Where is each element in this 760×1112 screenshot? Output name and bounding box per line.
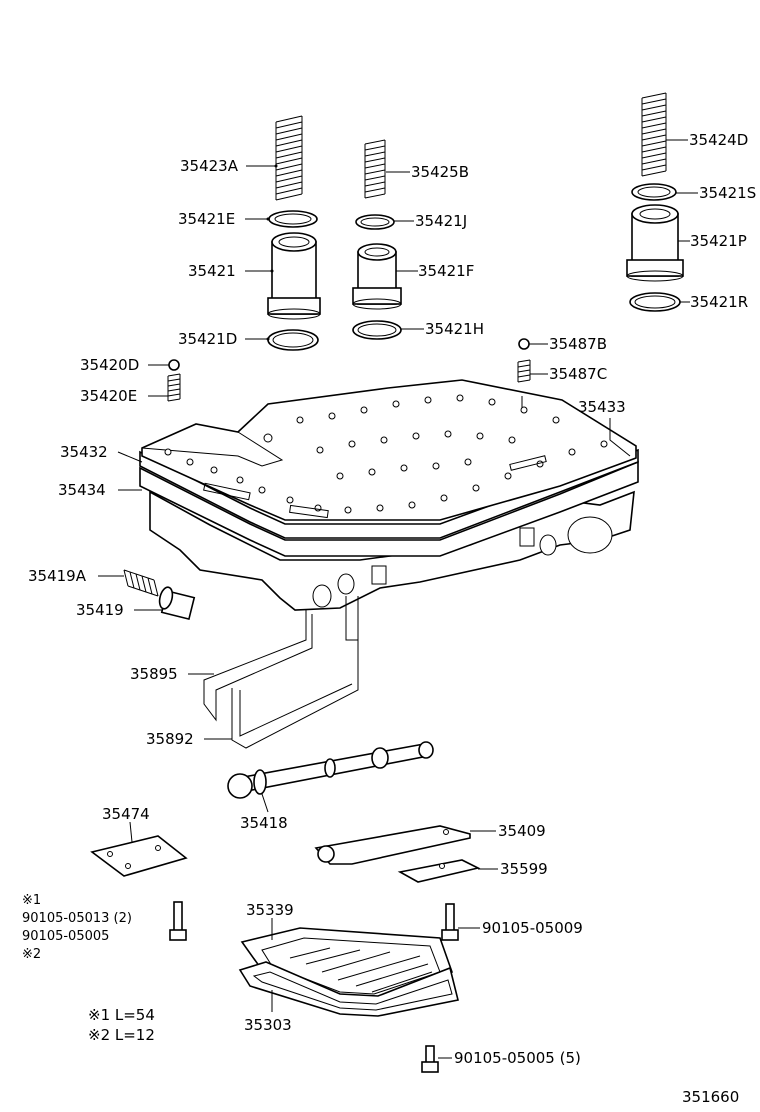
gasket-35432: [139, 448, 639, 539]
note-mark-1: ※1: [22, 893, 41, 908]
label-35892: 35892: [146, 730, 194, 748]
note-length-1: ※1 L=54: [88, 1006, 155, 1024]
label-35420D: 35420D: [80, 356, 139, 374]
figure-number: 351660: [682, 1088, 739, 1106]
ball-35420D: [168, 359, 180, 371]
label-35433: 35433: [578, 398, 626, 416]
label-35432: 35432: [60, 443, 108, 461]
label-35421R: 35421R: [690, 293, 748, 311]
label-35424D: 35424D: [689, 131, 748, 149]
label-35487C: 35487C: [549, 365, 607, 383]
note-bolt-a: 90105-05013 (2): [22, 911, 132, 926]
ring-35421D: [267, 329, 319, 351]
plate-35434: [139, 460, 639, 557]
label-35409: 35409: [498, 822, 546, 840]
label-35419A: 35419A: [28, 567, 87, 585]
gasket-35303: [238, 961, 459, 1017]
sleeve-35421P: [626, 204, 684, 282]
sleeve-35421: [267, 232, 321, 320]
ring-35421R: [629, 292, 681, 312]
label-35474: 35474: [102, 805, 150, 823]
label-35421P: 35421P: [690, 232, 747, 250]
spring-35424D: [641, 92, 667, 177]
bolt-left: [169, 901, 187, 941]
ring-35421J: [355, 214, 395, 230]
leader-lines: [98, 139, 698, 1059]
label-35599: 35599: [500, 860, 548, 878]
bolt-90105-05005-5: [421, 1045, 439, 1073]
tube-35892: [231, 640, 359, 749]
detent-spring-35409: [314, 825, 471, 865]
bolt-notes: ※1 90105-05013 (2) 90105-05005 ※2 ※1 L=5…: [22, 893, 155, 1044]
label-90105-05009: 90105-05009: [482, 919, 583, 937]
label-35421D: 35421D: [178, 330, 237, 348]
manual-valve-35418: [227, 741, 434, 799]
strainer-35339: [240, 927, 454, 1003]
label-35420E: 35420E: [80, 387, 137, 405]
plate-35474: [90, 835, 188, 877]
note-length-2: ※2 L=12: [88, 1026, 155, 1044]
plate-35433: [141, 379, 637, 521]
label-35421: 35421: [188, 262, 236, 280]
spring-35423A: [275, 115, 303, 201]
ring-35421H: [352, 320, 402, 340]
spring-35487C: [517, 359, 531, 383]
spring-35419A: [123, 569, 159, 597]
label-35421E: 35421E: [178, 210, 235, 228]
label-35339: 35339: [246, 901, 294, 919]
note-mark-2: ※2: [22, 947, 41, 962]
bolt-90105-05009: [441, 903, 459, 941]
ring-35421E: [268, 210, 318, 228]
note-bolt-b: 90105-05005: [22, 929, 109, 944]
label-35421S: 35421S: [699, 184, 756, 202]
ring-35421S: [631, 183, 677, 201]
label-35434: 35434: [58, 481, 106, 499]
sleeve-35421F: [352, 243, 402, 310]
plug-35419: [158, 586, 196, 621]
spring-35425B: [364, 139, 386, 199]
label-35487B: 35487B: [549, 335, 607, 353]
spring-35420E: [167, 373, 181, 402]
label-90105-05005-5: 90105-05005 (5): [454, 1049, 581, 1067]
label-35421H: 35421H: [425, 320, 484, 338]
plate-35599: [397, 859, 481, 883]
label-35303: 35303: [244, 1016, 292, 1034]
label-35423A: 35423A: [180, 157, 239, 175]
ball-35487B: [518, 338, 530, 350]
label-35419: 35419: [76, 601, 124, 619]
label-35418: 35418: [240, 814, 288, 832]
tube-35895: [203, 596, 359, 722]
label-35425B: 35425B: [411, 163, 469, 181]
label-35421J: 35421J: [415, 212, 467, 230]
label-35421F: 35421F: [418, 262, 474, 280]
part-labels: 35423A 35425B 35424D 35421E 35421J 35421…: [28, 131, 756, 1067]
label-35895: 35895: [130, 665, 178, 683]
